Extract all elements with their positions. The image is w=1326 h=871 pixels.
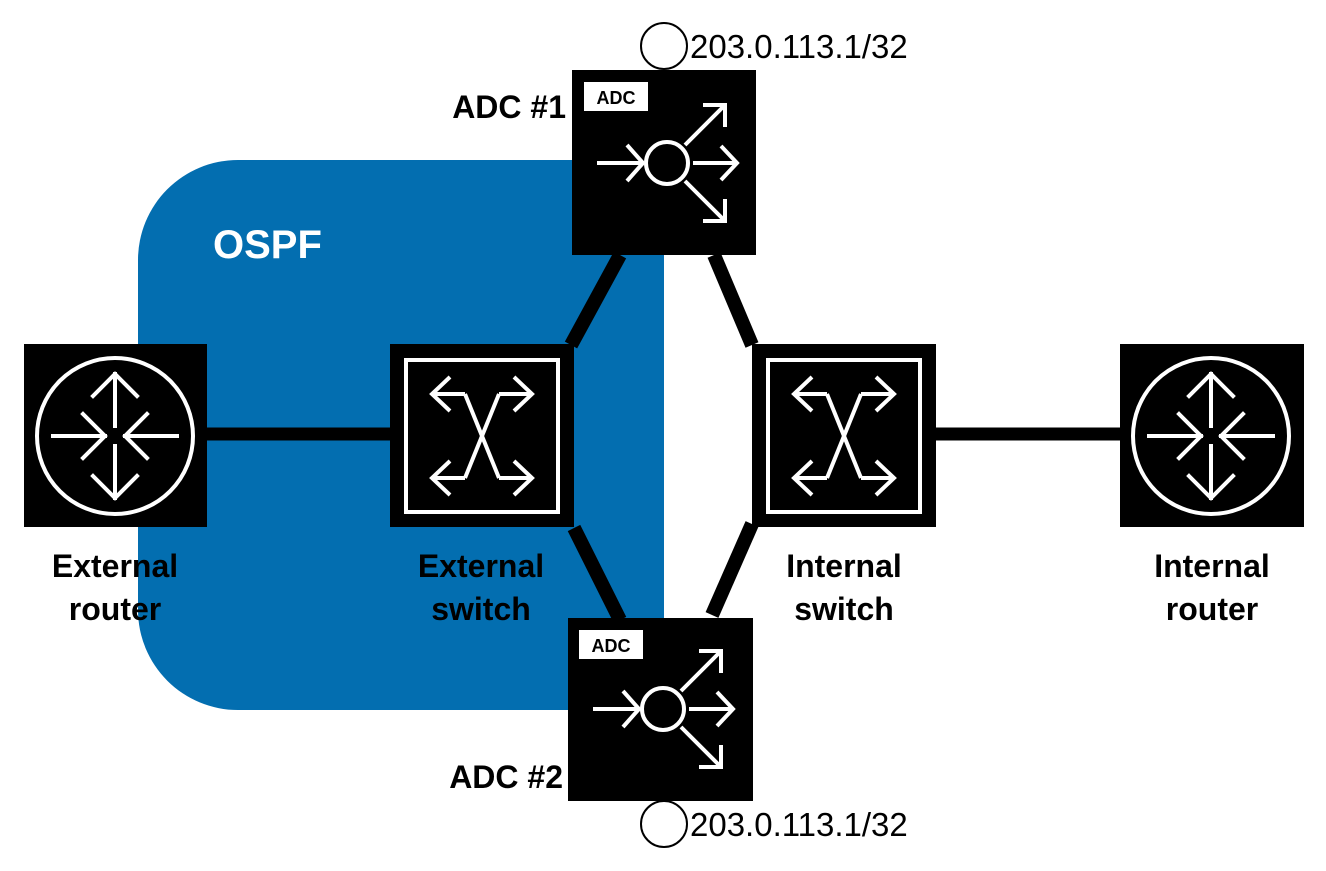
external-router-label-line1: External	[52, 548, 178, 584]
internal-router-label-line1: Internal	[1154, 548, 1270, 584]
internal-router-label-line2: router	[1166, 591, 1258, 627]
internal-switch[interactable]: Internal switch	[752, 344, 936, 627]
adc-badge	[584, 82, 648, 111]
vip-icon	[640, 22, 688, 70]
link-adc1-internal-switch	[707, 252, 759, 348]
external-switch-label-line1: External	[418, 548, 544, 584]
adc1-vip-label: 203.0.113.1/32	[690, 28, 908, 65]
adc1-label: ADC #1	[452, 89, 566, 125]
internal-switch-label-line2: switch	[794, 591, 894, 627]
adc2-badge-text: ADC	[592, 636, 631, 656]
external-switch-label-line2: switch	[431, 591, 531, 627]
external-router-label-line2: router	[69, 591, 161, 627]
adc2[interactable]: ADC ADC #2 203.0.113.1/32	[449, 618, 908, 848]
vip-icon	[640, 800, 688, 848]
adc2-vip-label: 203.0.113.1/32	[690, 806, 908, 843]
adc2-label: ADC #2	[449, 759, 563, 795]
external-router[interactable]: External router	[24, 344, 207, 627]
internal-router[interactable]: Internal router	[1120, 344, 1304, 627]
link-adc2-internal-switch	[705, 521, 759, 618]
adc1-badge-text: ADC	[597, 88, 636, 108]
ospf-label: OSPF	[213, 223, 322, 267]
internal-switch-label-line1: Internal	[786, 548, 902, 584]
adc-badge	[579, 630, 643, 659]
adc1[interactable]: ADC ADC #1 203.0.113.1/32	[452, 22, 908, 255]
external-switch[interactable]: External switch	[390, 344, 574, 627]
links	[206, 251, 1124, 624]
link-external-switch-adc2	[567, 524, 627, 624]
link-external-switch-adc1	[564, 251, 627, 349]
